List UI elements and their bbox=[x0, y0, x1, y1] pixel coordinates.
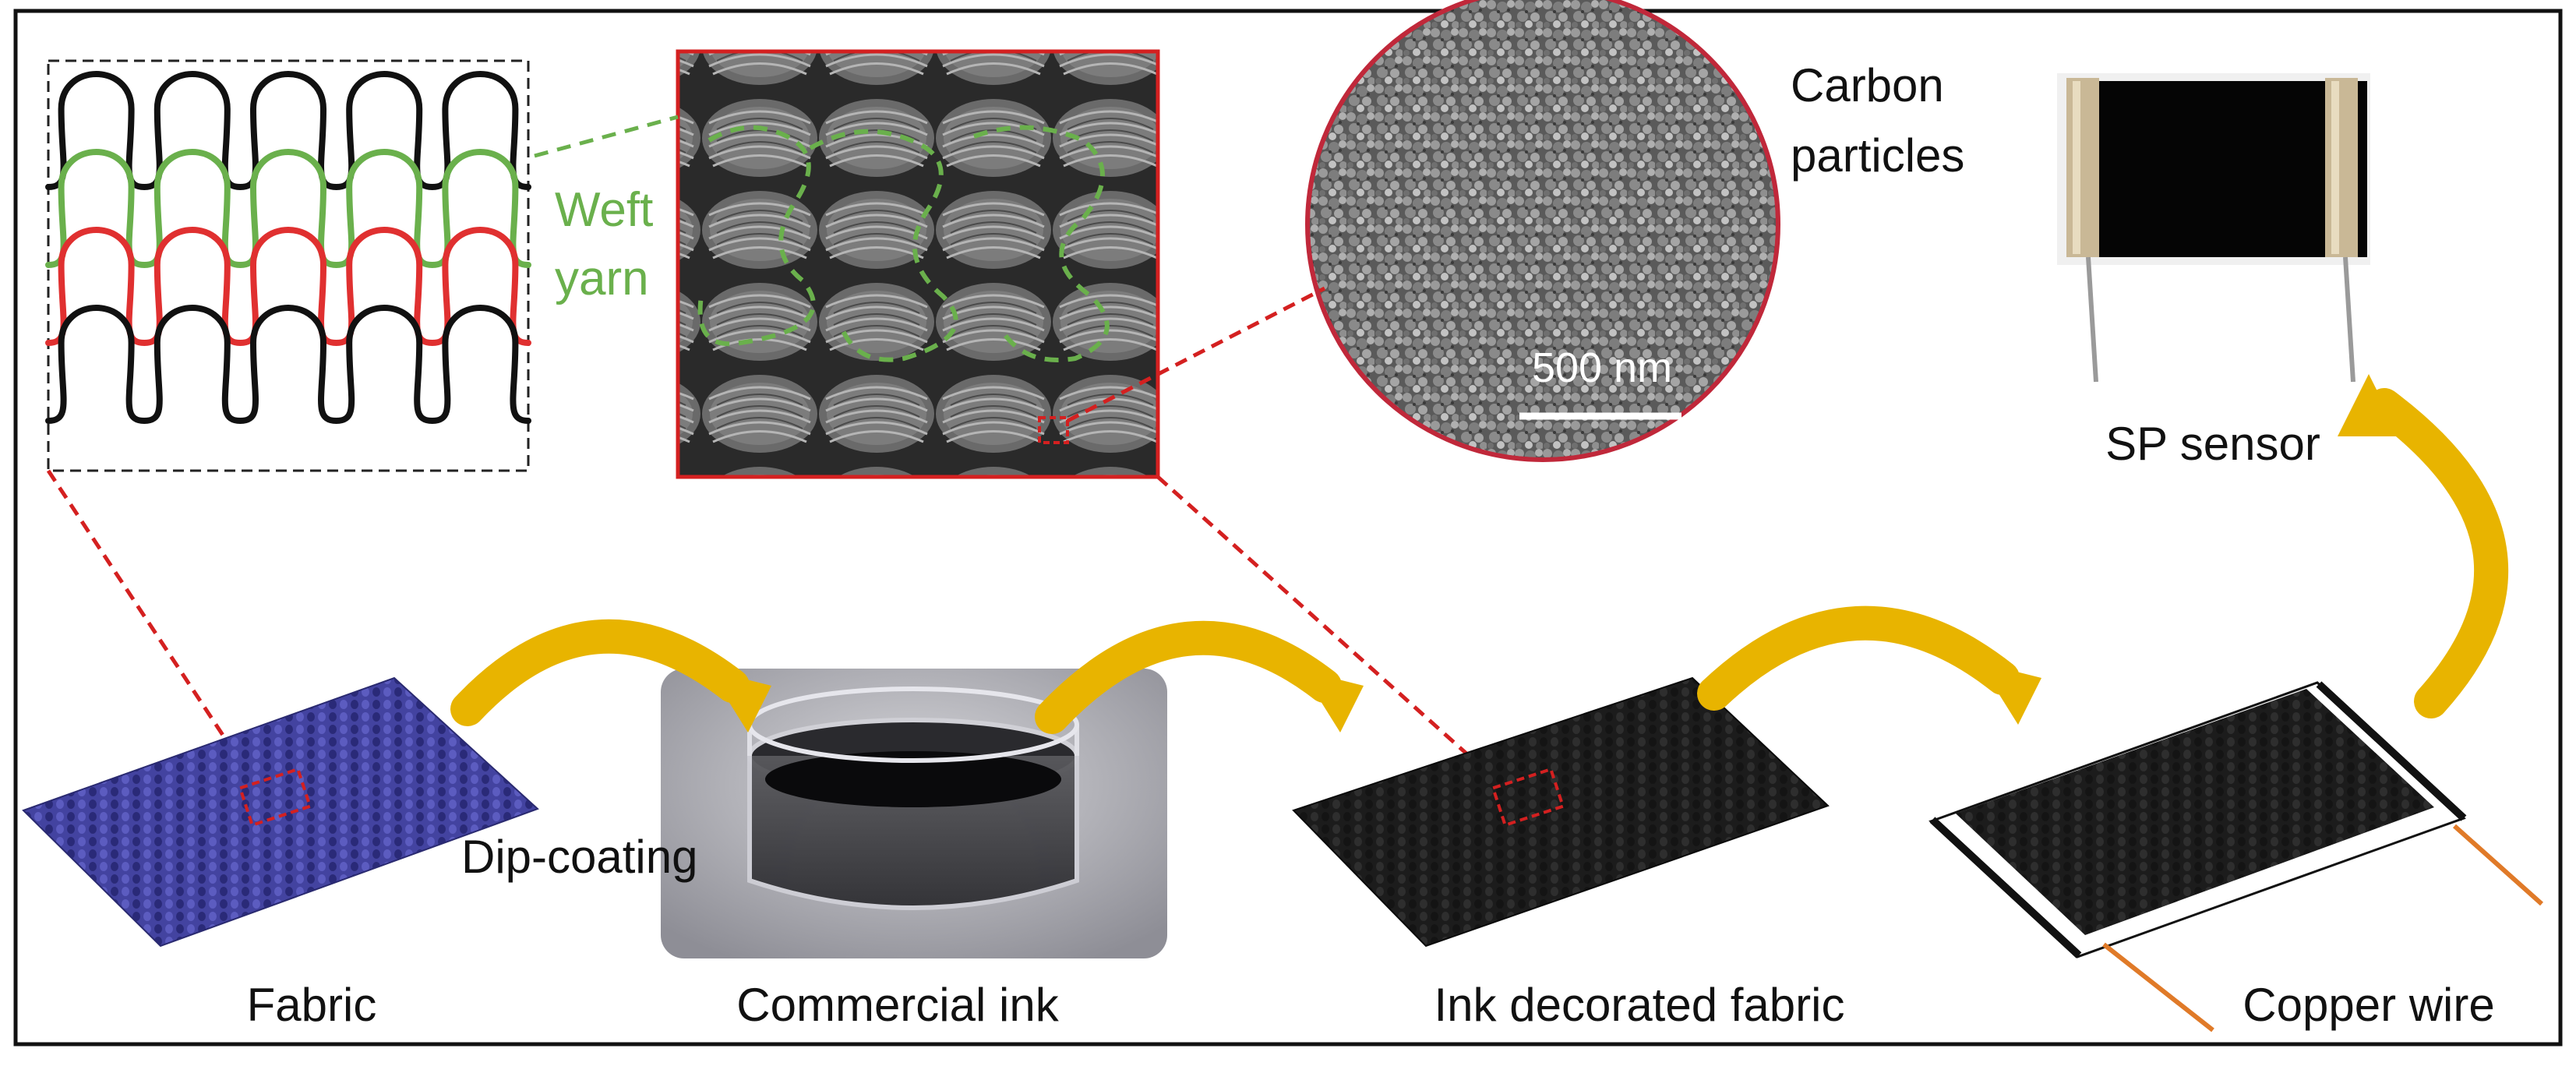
knit-row-1 bbox=[45, 71, 531, 191]
copper-wire-sample bbox=[1928, 681, 2543, 1032]
ink-beaker bbox=[661, 669, 1167, 958]
ink-fabric-zoom-box bbox=[1491, 767, 1565, 828]
carbon-particles-micrograph: 500 nm bbox=[1305, 0, 1780, 462]
knit-row-2 bbox=[45, 149, 531, 269]
commercial-ink-label: Commercial ink bbox=[736, 979, 1059, 1031]
knit-schematic bbox=[45, 59, 531, 472]
sem-zoom-box bbox=[1038, 416, 1069, 444]
weft-callout-line bbox=[534, 115, 679, 158]
carbon-label-line2: particles bbox=[1791, 129, 1964, 182]
ink-decorated-fabric-label: Ink decorated fabric bbox=[1434, 979, 1845, 1031]
scale-bar-label: 500 nm bbox=[1532, 344, 1672, 391]
fabric-zoom-box bbox=[238, 767, 312, 828]
particle-callout-line bbox=[1066, 286, 1326, 423]
fabric-label: Fabric bbox=[247, 979, 377, 1031]
arrow-decorated-to-wire bbox=[1697, 605, 2020, 711]
weft-label-line1: Weft bbox=[555, 183, 653, 237]
sem-weave-image bbox=[676, 49, 1160, 479]
knit-row-4 bbox=[45, 305, 531, 425]
ink-fabric-sheet bbox=[1292, 676, 1830, 948]
sp-sensor-label: SP sensor bbox=[2105, 418, 2320, 470]
knit-schematic-frame bbox=[47, 59, 530, 472]
weft-trace-2 bbox=[809, 129, 958, 362]
arrow-wire-to-sensor bbox=[2367, 388, 2509, 718]
copper-wire-label: Copper wire bbox=[2243, 979, 2494, 1031]
fabric-sheet bbox=[22, 676, 539, 948]
ink-fabric-callout-line bbox=[1156, 475, 1505, 789]
weft-trace-1 bbox=[697, 125, 816, 347]
fabric-callout-line bbox=[46, 469, 259, 789]
arrow-ink-to-decorated bbox=[1035, 620, 1342, 734]
weft-label-line2: yarn bbox=[555, 252, 649, 305]
process-arrows bbox=[450, 374, 2509, 734]
dip-coating-label: Dip-coating bbox=[461, 831, 698, 883]
sp-sensor-photo bbox=[2057, 73, 2370, 383]
arrow-fabric-to-ink bbox=[450, 619, 750, 726]
weft-trace-3 bbox=[972, 125, 1110, 362]
knit-row-3 bbox=[45, 227, 531, 347]
carbon-label-line1: Carbon bbox=[1791, 59, 1944, 111]
